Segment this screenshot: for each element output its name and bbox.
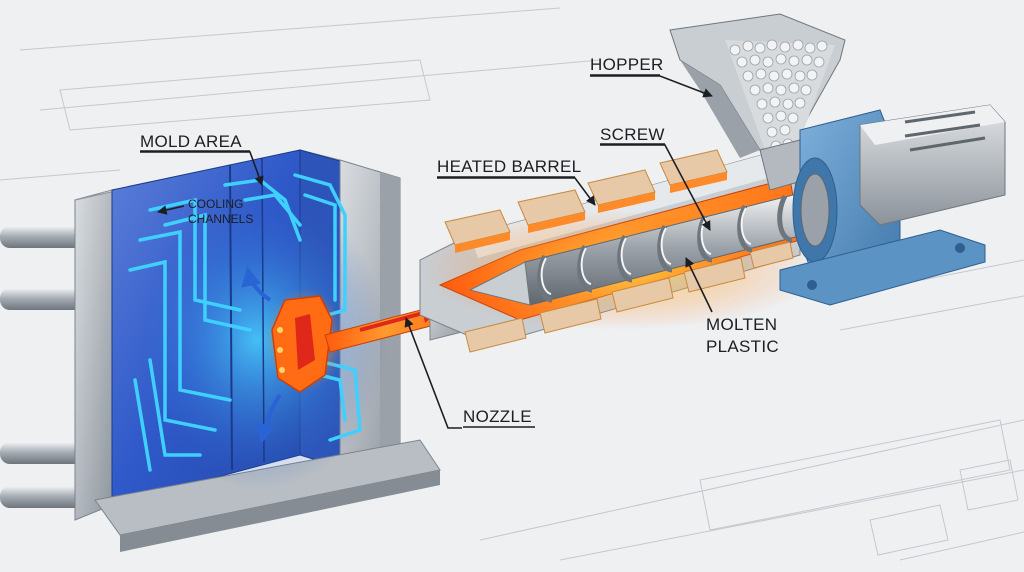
cooling-arrow-up-icon — [241, 266, 272, 302]
hopper — [669, 13, 846, 191]
nozzle-leader — [404, 317, 462, 429]
hopper-leader — [590, 75, 713, 98]
label-mold-area: MOLD AREA — [140, 132, 242, 151]
label-molten-plastic-line2: PLASTIC — [706, 337, 779, 356]
cooling-channels — [128, 173, 362, 472]
leader-lines — [140, 75, 713, 429]
mold-area-leader — [140, 151, 264, 186]
label-heated-barrel: HEATED BARREL — [437, 157, 581, 176]
screw-leader — [600, 144, 711, 231]
label-cooling-channels-line1: COOLING — [188, 197, 243, 211]
drive-unit — [779, 104, 1006, 306]
molded-part — [265, 288, 345, 393]
cooling-channels-leader — [157, 205, 185, 215]
labels: HOPPER SCREW HEATED BARREL MOLD AREA COO… — [140, 55, 779, 428]
molten-plastic-leader — [685, 257, 713, 313]
mold-assembly — [74, 149, 441, 552]
screw — [468, 191, 816, 306]
heater-bands-bottom — [464, 241, 794, 353]
label-molten-plastic-line1: MOLTEN — [706, 315, 777, 334]
heater-bands-top — [444, 149, 728, 253]
heated-barrel-leader — [437, 177, 596, 206]
label-cooling-channels-line2: CHANNELS — [188, 212, 253, 226]
label-hopper: HOPPER — [590, 55, 664, 74]
heated-barrel — [419, 149, 820, 353]
label-nozzle: NOZZLE — [463, 407, 532, 426]
label-screw: SCREW — [600, 125, 665, 144]
cooling-arrow-down-icon — [255, 393, 282, 444]
